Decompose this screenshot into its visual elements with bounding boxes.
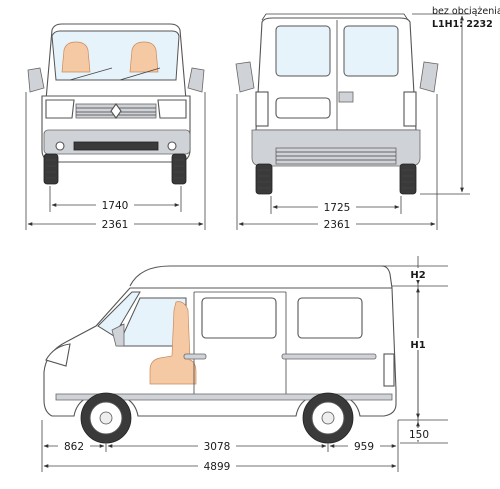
rear-track-width-label: 1725 [324,202,351,214]
rear-left-window [275,25,331,77]
overall-length-label: 4899 [204,461,231,473]
front-left-foglight [55,141,65,151]
side-window-2 [297,297,363,339]
rear-wheel [302,392,354,444]
rear-left-mirror [235,61,255,93]
front-left-seat [61,41,91,73]
front-left-wheel [43,153,59,185]
front-view: 1740 2361 [25,23,206,231]
side-taillight [383,353,395,387]
rear-plate-recess [275,97,331,119]
rear-right-wheel [399,163,417,195]
front-right-headlight [157,99,187,119]
h1-label: H1 [410,340,425,351]
side-view: 862 3078 959 4899 H2 H1 150 [41,256,448,473]
height-note-line1: bez obciążenia [432,6,500,17]
side-mirror [111,323,125,347]
front-right-foglight [167,141,177,151]
front-right-wheel [171,153,187,185]
rear-door-handle [338,91,354,103]
front-overall-width-label: 2361 [102,219,129,231]
rear-overall-width-label: 2361 [324,219,351,231]
front-right-seat [129,41,159,73]
front-wheel [80,392,132,444]
driver-seat [149,301,197,385]
front-track-width-label: 1740 [102,200,129,212]
rear-overhang-label: 959 [354,441,374,453]
side-window-1 [201,297,277,339]
rear-left-wheel [255,163,273,195]
height-note-line2: L1H1: 2232 [432,19,493,30]
side-headlight [45,343,71,367]
front-left-mirror [27,67,45,93]
side-windscreen [97,291,141,337]
front-overhang-label: 862 [64,441,84,453]
wheelbase-label: 3078 [204,441,231,453]
front-left-headlight [45,99,75,119]
h2-label: H2 [410,270,425,281]
rear-right-taillight [403,91,417,127]
rear-left-taillight [255,91,269,127]
ground-clearance-label: 150 [409,429,429,441]
front-right-mirror [187,67,205,93]
renault-badge-icon [110,103,122,119]
rear-right-mirror [419,61,439,93]
rear-right-window [343,25,399,77]
rear-view: 1725 2361 bez obciążenia L1H1: 2232 [235,6,500,231]
